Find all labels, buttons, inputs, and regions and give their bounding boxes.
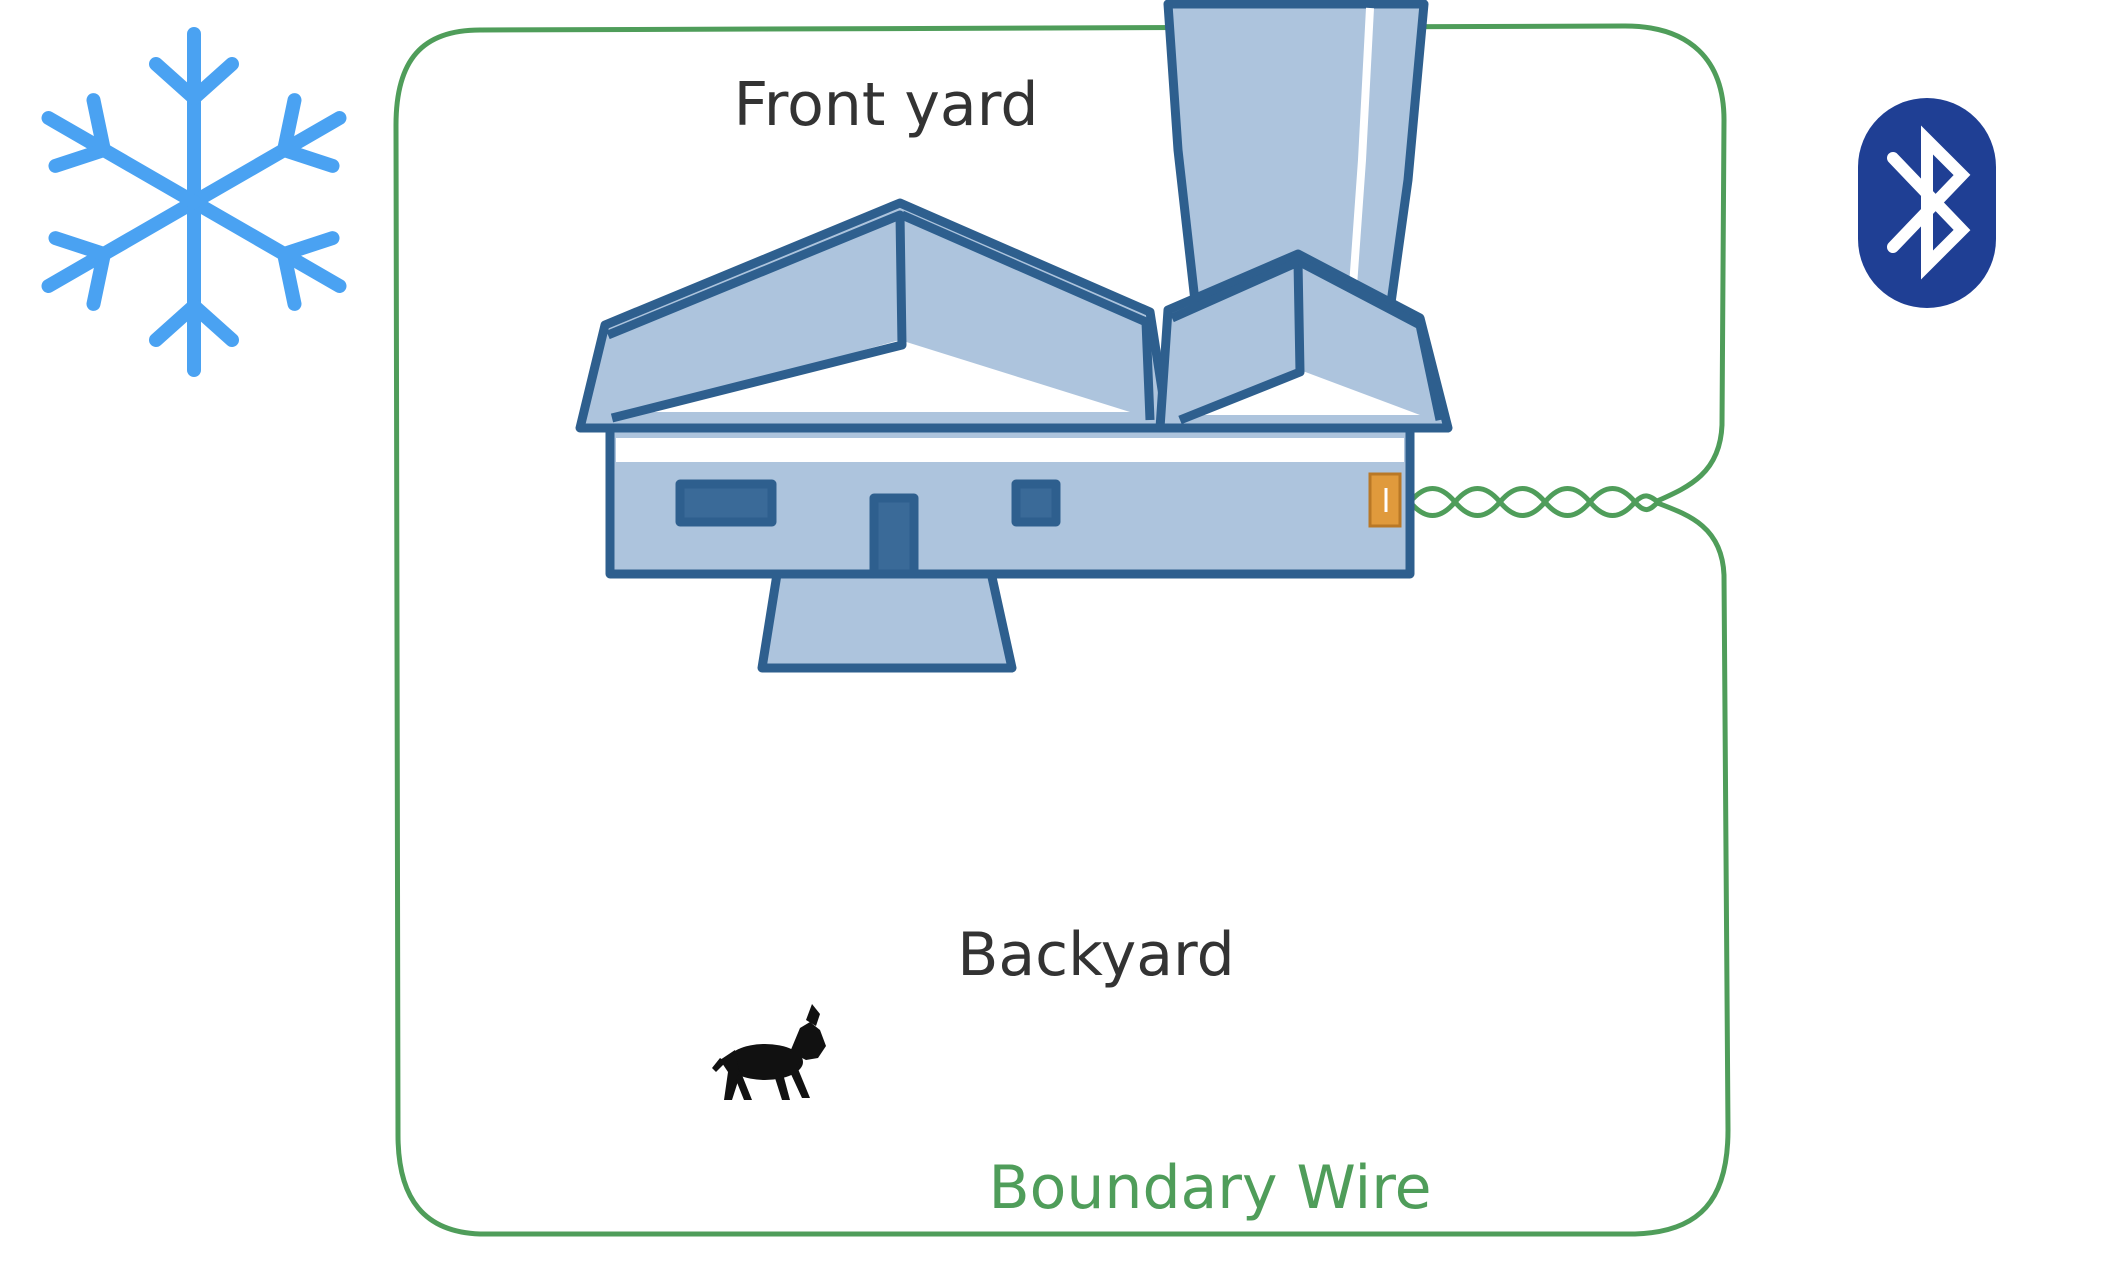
- driveway-highlight: [1348, 7, 1374, 301]
- backyard-label: Backyard: [957, 920, 1235, 990]
- twisted-wire-pair: [1408, 486, 1660, 518]
- house-icon: [575, 198, 1453, 673]
- boundary-wire-label: Boundary Wire: [989, 1153, 1432, 1223]
- boundary-wire-loop: [393, 23, 1731, 1237]
- bluetooth-icon: [1858, 98, 1996, 308]
- front-yard-label: Front yard: [734, 70, 1039, 140]
- snowflake-icon: [41, 27, 347, 377]
- dog-icon: [712, 1004, 826, 1100]
